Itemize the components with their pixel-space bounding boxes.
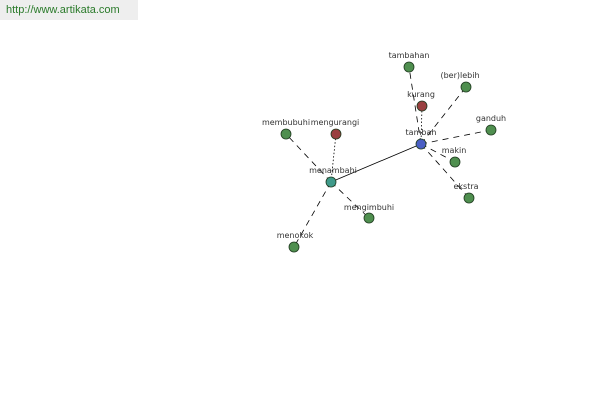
node-circle-menambah[interactable] [325,176,337,188]
node-circle-mengurangi[interactable] [330,128,342,140]
node-ganduh[interactable]: ganduh [476,114,506,136]
node-circle-mengimbuhi[interactable] [363,212,375,224]
node-circle-tambahan[interactable] [403,61,415,73]
node-ekstra[interactable]: ekstra [453,182,479,204]
node-label-menambah[interactable]: menambahi [309,166,357,175]
edge-menambah-mengimbuhi [330,181,370,219]
node-membubuhi[interactable]: membubuhi [262,118,310,140]
node-berlebih[interactable]: (ber)lebih [440,71,480,93]
node-label-kurang[interactable]: kurang [407,90,435,99]
edge-tambah-ekstra [420,143,470,199]
edge-tambah-tambahan [408,66,422,145]
edge-tambah-menambah [330,143,422,183]
node-circle-tambah[interactable] [415,138,427,150]
node-tambah[interactable]: tambah [406,128,437,150]
edge-tambah-berlebih [420,86,467,145]
node-tambahan[interactable]: tambahan [389,51,430,73]
node-circle-makin[interactable] [449,156,461,168]
edge-tambah-kurang [420,105,423,145]
node-circle-membubuhi[interactable] [280,128,292,140]
node-mengurangi[interactable]: mengurangi [311,118,360,140]
node-makin[interactable]: makin [442,146,467,168]
node-label-mengimbuhi[interactable]: mengimbuhi [344,203,394,212]
graph-edges [285,66,492,248]
node-label-tambahan[interactable]: tambahan [389,51,430,60]
source-url-banner[interactable]: http://www.artikata.com [0,0,138,20]
node-label-tambah[interactable]: tambah [406,128,437,137]
node-circle-ganduh[interactable] [485,124,497,136]
node-label-membubuhi[interactable]: membubuhi [262,118,310,127]
node-label-ganduh[interactable]: ganduh [476,114,506,123]
node-circle-menokok[interactable] [288,241,300,253]
node-menokok[interactable]: menokok [277,231,314,253]
node-label-ekstra[interactable]: ekstra [453,182,478,191]
node-circle-kurang[interactable] [416,100,428,112]
node-mengimbuhi[interactable]: mengimbuhi [344,203,394,224]
node-label-berlebih[interactable]: (ber)lebih [440,71,479,80]
node-label-menokok[interactable]: menokok [277,231,314,240]
edge-menambah-mengurangi [330,133,337,183]
node-menambah[interactable]: menambahi [309,166,357,188]
edge-menambah-menokok [293,181,332,248]
graph-nodes: tambah menambahi tambahan kurang (ber)lebih g… [262,51,506,253]
node-label-mengurangi[interactable]: mengurangi [311,118,360,127]
edge-tambah-ganduh [420,129,492,145]
node-circle-ekstra[interactable] [463,192,475,204]
node-circle-berlebih[interactable] [460,81,472,93]
node-label-makin[interactable]: makin [442,146,467,155]
node-kurang[interactable]: kurang [407,90,435,112]
